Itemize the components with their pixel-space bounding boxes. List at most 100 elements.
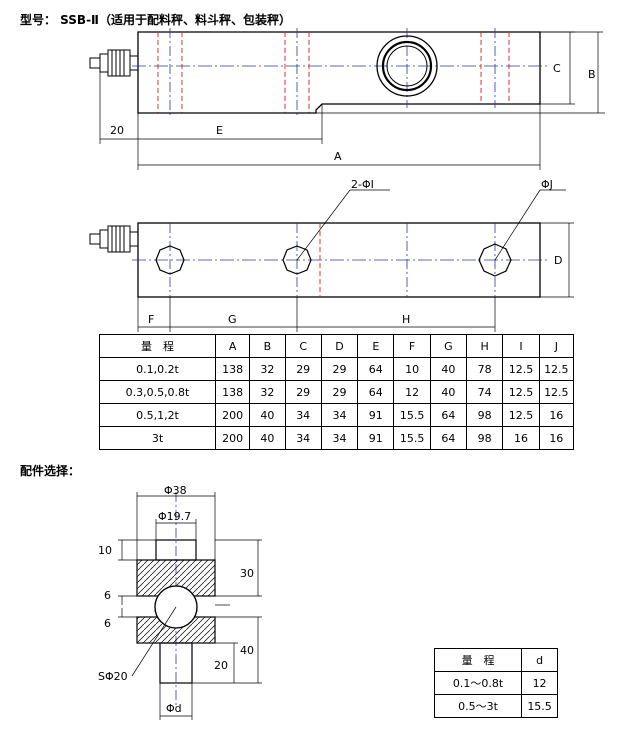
table-cell: 64 — [429, 426, 468, 450]
header-cell: 量 程 — [433, 648, 523, 672]
dim-30-label: 30 — [240, 567, 254, 580]
dim-20-label: 20 — [110, 124, 124, 137]
table-cell: 12.5 — [502, 403, 540, 427]
table-cell: 91 — [357, 403, 395, 427]
sphi20-label: SΦ20 — [98, 670, 128, 683]
table-cell: 40 — [429, 380, 468, 404]
table-cell: 200 — [214, 403, 251, 427]
load-hole-top — [478, 243, 512, 277]
header-cell: C — [284, 334, 322, 358]
table-cell: 98 — [466, 426, 504, 450]
table-cell: 29 — [284, 380, 322, 404]
table-cell: 32 — [249, 357, 286, 381]
header-cell: I — [502, 334, 540, 358]
phid-label: Φd — [166, 702, 182, 715]
table-cell: 15.5 — [521, 694, 558, 718]
table-cell: 40 — [429, 357, 468, 381]
dim-h-label: H — [402, 313, 410, 326]
section-title: 配件选择： — [20, 464, 81, 478]
header-cell: F — [393, 334, 431, 358]
dim-g-label: G — [228, 313, 237, 326]
table-cell: 64 — [429, 403, 468, 427]
dim-6a-label: 6 — [104, 589, 111, 602]
dim-10-label: 10 — [98, 544, 112, 557]
dim-6b-label: 6 — [104, 617, 111, 630]
table-cell: 40 — [249, 403, 286, 427]
dim-d-label: D — [554, 254, 562, 267]
d-header-row: 量 程 d — [433, 648, 558, 672]
table-cell: 12.5 — [538, 357, 575, 381]
table-cell: 0.1～0.8t — [433, 671, 523, 695]
table-row: 0.1,0.2t 138 32 29 29 64 10 40 78 12.5 1… — [99, 357, 575, 381]
page-title: 型号： SSB-Ⅱ（适用于配料秤、料斗秤、包装秤） — [20, 13, 291, 27]
table-cell: 12 — [393, 380, 431, 404]
table-cell: 34 — [284, 403, 322, 427]
table-row: 0.3,0.5,0.8t 138 32 29 29 64 12 40 74 12… — [99, 380, 575, 404]
side-body-outline — [137, 31, 541, 114]
table-cell: 64 — [357, 380, 395, 404]
table-cell: 29 — [320, 357, 359, 381]
table-cell: 15.5 — [393, 403, 431, 427]
table-cell: 34 — [320, 426, 359, 450]
cable-connector — [89, 49, 139, 77]
table-cell: 12.5 — [538, 380, 575, 404]
table-cell: 0.5,1,2t — [99, 403, 216, 427]
holes-label: 2-ΦI — [351, 178, 374, 191]
table-row: 0.1～0.8t 12 — [433, 671, 558, 695]
table-cell: 29 — [320, 380, 359, 404]
table-cell: 64 — [357, 357, 395, 381]
table-cell: 200 — [214, 426, 251, 450]
table-cell: 15.5 — [393, 426, 431, 450]
spec-table: 量 程 A B C D E F G H I J 0.1,0.2t 138 32 … — [99, 334, 575, 450]
dim-40-label: 40 — [240, 644, 254, 657]
header-cell: d — [521, 648, 558, 672]
table-cell: 12.5 — [502, 357, 540, 381]
header-cell: 量 程 — [99, 334, 216, 358]
table-cell: 40 — [249, 426, 286, 450]
header-cell: D — [320, 334, 359, 358]
table-cell: 12.5 — [502, 380, 540, 404]
accessory-drawing: Φ38 Φ19.7 10 30 6 6 40 20 SΦ20 — [98, 484, 262, 720]
table-cell: 0.3,0.5,0.8t — [99, 380, 216, 404]
table-row: 0.5,1,2t 200 40 34 34 91 15.5 64 98 12.5… — [99, 403, 575, 427]
side-view: C B 20 E A — [89, 28, 605, 170]
phi197-label: Φ19.7 — [158, 510, 191, 523]
dim-f-label: F — [148, 313, 154, 326]
d-table: 量 程 d 0.1～0.8t 12 0.5～3t 15.5 — [433, 648, 558, 718]
header-cell: H — [466, 334, 504, 358]
dim-e-label: E — [216, 124, 223, 137]
dim-c-label: C — [553, 62, 561, 75]
table-cell: 10 — [393, 357, 431, 381]
phi38-label: Φ38 — [164, 484, 187, 497]
table-cell: 74 — [466, 380, 504, 404]
table-cell: 16 — [538, 403, 575, 427]
dim-a-label: A — [334, 150, 342, 163]
header-cell: G — [429, 334, 468, 358]
table-cell: 138 — [214, 357, 251, 381]
spec-header-row: 量 程 A B C D E F G H I J — [99, 334, 575, 358]
mount-hole-2 — [282, 245, 312, 275]
table-cell: 138 — [214, 380, 251, 404]
table-cell: 16 — [502, 426, 540, 450]
table-row: 0.5～3t 15.5 — [433, 694, 558, 718]
table-cell: 32 — [249, 380, 286, 404]
cable-connector-top — [89, 225, 139, 253]
header-cell: E — [357, 334, 395, 358]
table-cell: 0.5～3t — [433, 694, 523, 718]
table-cell: 29 — [284, 357, 322, 381]
table-cell: 34 — [284, 426, 322, 450]
table-row: 3t 200 40 34 34 91 15.5 64 98 16 16 — [99, 426, 575, 450]
table-cell: 34 — [320, 403, 359, 427]
header-cell: A — [214, 334, 251, 358]
table-cell: 3t — [99, 426, 216, 450]
table-cell: 12 — [521, 671, 558, 695]
header-cell: B — [249, 334, 286, 358]
mount-hole-1 — [155, 245, 185, 275]
table-cell: 98 — [466, 403, 504, 427]
table-cell: 16 — [538, 426, 575, 450]
dim-20b-label: 20 — [214, 659, 228, 672]
big-hole-label: ΦJ — [541, 178, 553, 191]
table-cell: 91 — [357, 426, 395, 450]
header-cell: J — [538, 334, 575, 358]
